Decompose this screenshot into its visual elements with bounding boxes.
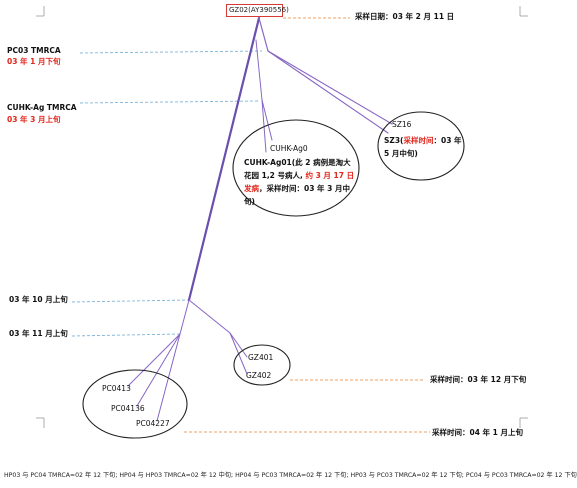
gz402-label: GZ402 — [246, 371, 272, 380]
pc04227-label: PC04227 — [136, 419, 170, 428]
branch-cuhk-a — [261, 99, 273, 141]
sz16-label: SZ16 — [392, 120, 412, 129]
pc04136-label: PC04136 — [111, 404, 145, 413]
root-node-box — [226, 4, 283, 17]
oct-label: 03 年 10 月上旬 — [9, 295, 68, 304]
cuhk-desc-2: 花园 1,2 号病人, 约 3 月 17 日 — [244, 171, 355, 180]
guide-cuhk-tmrca — [79, 100, 259, 104]
cuhk-desc-3: 发病，采样时间：03 年 3 月中 — [244, 184, 350, 193]
phylogenetic-tree — [36, 6, 528, 439]
pc0413-label: PC0413 — [102, 384, 131, 393]
pc-cluster-ellipse — [82, 369, 188, 439]
branch-oct-to-gz — [188, 299, 231, 334]
root-node-label: GZ02(AY390556) — [229, 6, 289, 14]
guide-pc03-tmrca — [79, 50, 263, 54]
cuhk-desc-1: CUHK-Ag01(此 2 病例是淘大 — [244, 158, 351, 167]
guide-nov — [71, 333, 181, 337]
tmrca-footnote: HP03 与 PC04 TMRCA=02 年 12 下旬; HP04 与 HP0… — [4, 472, 577, 479]
guide-oct — [71, 299, 191, 303]
pc03-tmrca-date: 03 年 1 月下旬 — [7, 57, 61, 66]
crop-marks — [36, 6, 528, 428]
nov-label: 03 年 11 月上旬 — [9, 329, 68, 338]
pc03-tmrca-label: PC03 TMRCA — [7, 46, 61, 55]
cuhk-desc-4: 旬) — [244, 197, 255, 206]
branch-oct-to-nov — [179, 299, 190, 335]
branch-pc04136 — [136, 333, 181, 407]
root-sampling-date: 采样日期：03 年 2 月 11 日 — [355, 12, 455, 21]
cuhk-title: CUHK-Ag0 — [270, 144, 308, 153]
branch-sz3 — [267, 50, 389, 134]
sz-cluster-ellipse — [377, 111, 465, 181]
gz-sampling: 采样时间：03 年 12 月下旬 — [430, 375, 527, 384]
cuhk-tmrca-label: CUHK-Ag TMRCA — [7, 103, 77, 112]
branch-gz401 — [229, 332, 248, 358]
sz3-line2: 5 月中旬) — [384, 149, 418, 158]
branch-sz16 — [267, 50, 393, 125]
branch-pc0413 — [127, 333, 181, 387]
gz401-label: GZ401 — [248, 353, 274, 362]
pc-sampling: 采样时间：04 年 1 月上旬 — [432, 428, 523, 437]
cuhk-cluster-ellipse — [232, 119, 360, 217]
trunk-branch — [187, 16, 261, 302]
sz3-label: SZ3(采样时间：03 年 — [384, 136, 462, 145]
gz-cluster-ellipse — [233, 344, 291, 386]
cuhk-tmrca-date: 03 年 3 月上旬 — [7, 115, 61, 124]
branch-root-sz — [258, 17, 269, 52]
branch-cuhk — [255, 39, 263, 101]
